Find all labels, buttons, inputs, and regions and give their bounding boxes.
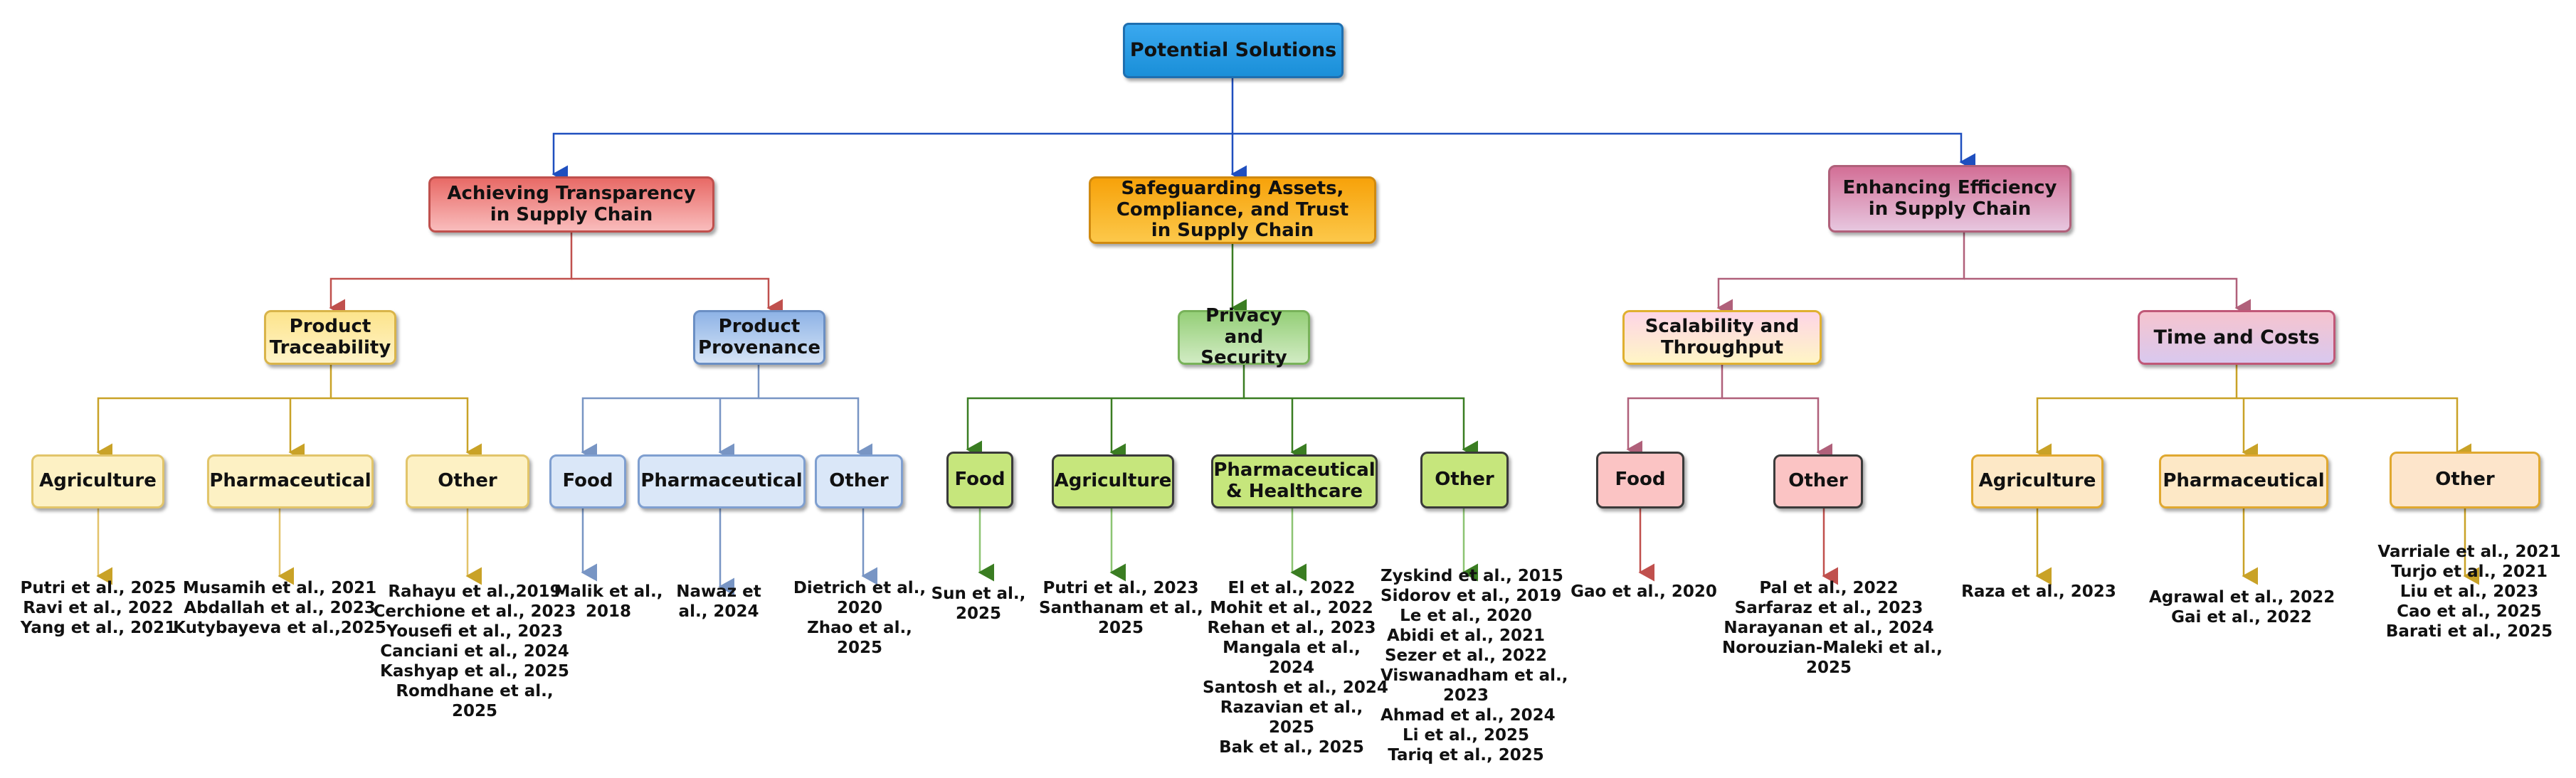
reference-line: Santhanam et al., (1039, 599, 1203, 618)
node-privacy-security: Privacy and Security (1178, 305, 1310, 368)
node-costs-other: Other (2390, 452, 2540, 508)
reference-line: Tariq et al., 2025 (1388, 746, 1544, 765)
reference-line: Sarfaraz et al., 2023 (1734, 599, 1923, 618)
reference-line: Sidorov et al., 2019 (1381, 587, 1562, 606)
reference-line: Gao et al., 2020 (1571, 582, 1717, 601)
reference-line: Varriale et al., 2021 (2377, 543, 2561, 561)
root-node-potential-solutions: Potential Solutions (1123, 23, 1344, 78)
reference-line: 2025 (1097, 619, 1144, 638)
reference-line: Liu et al., 2023 (2400, 582, 2539, 602)
reference-line: Zhao et al., (807, 619, 912, 638)
reference-line: Malik et al., (554, 582, 663, 601)
reference-line: Le et al., 2020 (1400, 607, 1532, 626)
reference-line: Rehan et al., 2023 (1207, 619, 1376, 638)
reference-line: Sun et al., (931, 585, 1026, 603)
reference-line: 2020 (836, 599, 882, 618)
reference-line: 2018 (585, 602, 631, 622)
reference-line: 2025 (1268, 718, 1314, 737)
reference-line: Nawaz et (676, 582, 761, 601)
node-traceability-other: Other (406, 454, 529, 508)
reference-line: Li et al., 2025 (1402, 726, 1530, 745)
node-provenance-food: Food (549, 454, 626, 508)
reference-line: Mangala et al., (1223, 639, 1361, 658)
refs-privacy-food: Sun et al.,2025 (925, 584, 1032, 624)
node-time-costs: Time and Costs (2138, 310, 2335, 365)
reference-line: Norouzian-Maleki et al., (1722, 639, 1943, 658)
node-scalability-throughput: Scalability and Throughput (1622, 310, 1822, 365)
reference-line: Canciani et al., 2024 (380, 642, 569, 661)
reference-line: Dietrich et al., (793, 579, 927, 597)
reference-line: Yang et al., 2021 (20, 619, 176, 638)
reference-line: 2023 (1442, 686, 1489, 705)
refs-scalability-food: Gao et al., 2020 (1569, 582, 1719, 602)
reference-line: Abidi et al., 2021 (1386, 627, 1545, 646)
node-scalability-other: Other (1773, 454, 1863, 508)
refs-provenance-food: Malik et al.,2018 (548, 582, 669, 622)
reference-line: Narayanan et al., 2024 (1724, 619, 1934, 638)
node-provenance-other: Other (815, 454, 903, 508)
reference-line: Raza et al., 2023 (1961, 582, 2116, 601)
node-costs-agriculture: Agriculture (1971, 454, 2103, 508)
node-enhancing-efficiency: Enhancing Efficiency in Supply Chain (1828, 165, 2071, 233)
reference-line: Bak et al., 2025 (1219, 738, 1364, 757)
node-traceability-agriculture: Agriculture (31, 454, 164, 508)
node-privacy-food: Food (946, 452, 1013, 508)
reference-line: Gai et al., 2022 (2171, 608, 2312, 627)
node-privacy-agriculture: Agriculture (1052, 454, 1174, 508)
reference-line: 2025 (451, 702, 497, 721)
node-product-provenance: Product Provenance (693, 310, 825, 365)
node-product-traceability: Product Traceability (264, 310, 396, 365)
reference-line: 2025 (955, 604, 1001, 624)
reference-line: Musamih et al., 2021 (182, 579, 377, 597)
reference-line: Yousefi et al., 2023 (386, 622, 564, 641)
reference-line: Kashyap et al., 2025 (380, 662, 569, 681)
reference-line: 2025 (1805, 659, 1852, 678)
reference-line: Zyskind et al., 2015 (1381, 567, 1563, 585)
reference-line: Mohit et al., 2022 (1210, 599, 1373, 618)
reference-line: al., 2024 (678, 602, 759, 622)
node-traceability-pharmaceutical: Pharmaceutical (207, 454, 374, 508)
reference-line: Pal et al., 2022 (1759, 579, 1899, 597)
reference-line: Kutybayeva et al.,2025 (173, 619, 386, 638)
reference-line: Romdhane et al., (396, 682, 554, 701)
node-provenance-pharmaceutical: Pharmaceutical (638, 454, 806, 508)
reference-line: Barati et al., 2025 (2385, 622, 2553, 641)
reference-line: Ahmad et al., 2024 (1381, 706, 1556, 725)
node-scalability-food: Food (1596, 452, 1684, 508)
reference-line: Viswanadham et al., (1381, 666, 1568, 686)
reference-line: 2024 (1268, 659, 1314, 678)
reference-line: Putri et al., 2023 (1042, 579, 1199, 597)
reference-line: Agrawal et al., 2022 (2149, 588, 2335, 607)
reference-line: Santosh et al., 2024 (1203, 678, 1388, 698)
reference-line: Turjo et al., 2021 (2390, 563, 2548, 582)
reference-line: El et al., 2022 (1228, 579, 1356, 597)
reference-line: Razavian et al., (1220, 698, 1363, 718)
reference-line: Cerchione et al., 2023 (373, 602, 576, 622)
node-achieving-transparency: Achieving Transparency in Supply Chain (428, 176, 714, 233)
reference-line: Cao et al., 2025 (2397, 602, 2542, 622)
refs-costs-agriculture: Raza et al., 2023 (1957, 582, 2121, 602)
reference-line: Abdallah et al., 2023 (184, 599, 376, 618)
node-privacy-other: Other (1420, 452, 1509, 508)
reference-line: Ravi et al., 2022 (23, 599, 174, 618)
reference-line: 2025 (836, 639, 882, 658)
node-costs-pharmaceutical: Pharmaceutical (2159, 454, 2328, 508)
reference-line: Putri et al., 2025 (20, 579, 176, 597)
reference-line: Rahayu et al.,2019 (388, 582, 561, 601)
node-privacy-pharma-healthcare: Pharmaceutical & Healthcare (1211, 454, 1378, 508)
reference-line: Sezer et al., 2022 (1384, 646, 1547, 666)
node-safeguarding-assets: Safeguarding Assets, Compliance, and Tru… (1089, 176, 1376, 244)
